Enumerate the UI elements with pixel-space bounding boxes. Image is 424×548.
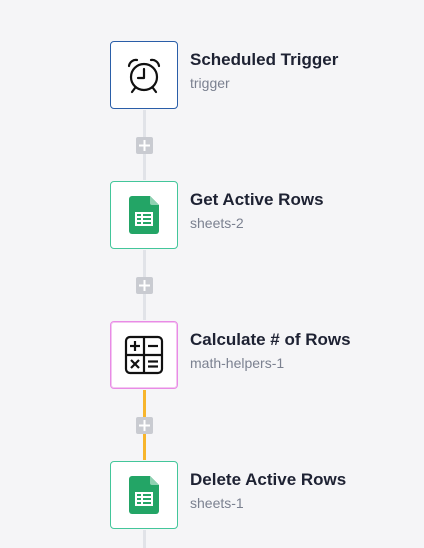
step-node-delete-active-rows[interactable] bbox=[110, 461, 178, 529]
plus-icon bbox=[139, 140, 150, 151]
step-subtitle: sheets-1 bbox=[190, 495, 244, 511]
step-label: Delete Active Rows sheets-1 bbox=[190, 470, 346, 511]
step-title: Scheduled Trigger bbox=[190, 50, 339, 69]
step-node-scheduled-trigger[interactable] bbox=[110, 41, 178, 109]
step-node-get-active-rows[interactable] bbox=[110, 181, 178, 249]
alarm-clock-icon bbox=[127, 58, 161, 94]
calculator-icon bbox=[124, 335, 164, 375]
step-label: Get Active Rows sheets-2 bbox=[190, 190, 324, 231]
google-sheets-icon bbox=[129, 196, 159, 234]
step-subtitle: sheets-2 bbox=[190, 215, 244, 231]
step-label: Calculate # of Rows math-helpers-1 bbox=[190, 330, 351, 371]
add-step-button[interactable] bbox=[136, 417, 153, 434]
step-title: Calculate # of Rows bbox=[190, 330, 351, 349]
google-sheets-icon bbox=[129, 476, 159, 514]
step-subtitle: math-helpers-1 bbox=[190, 355, 285, 371]
connector-line bbox=[143, 530, 146, 548]
add-step-button[interactable] bbox=[136, 137, 153, 154]
step-title: Get Active Rows bbox=[190, 190, 324, 209]
step-subtitle: trigger bbox=[190, 75, 230, 91]
step-title: Delete Active Rows bbox=[190, 470, 347, 489]
plus-icon bbox=[139, 420, 150, 431]
plus-icon bbox=[139, 280, 150, 291]
step-label: Scheduled Trigger trigger bbox=[190, 50, 338, 91]
step-node-calculate-rows[interactable] bbox=[110, 321, 178, 389]
add-step-button[interactable] bbox=[136, 277, 153, 294]
